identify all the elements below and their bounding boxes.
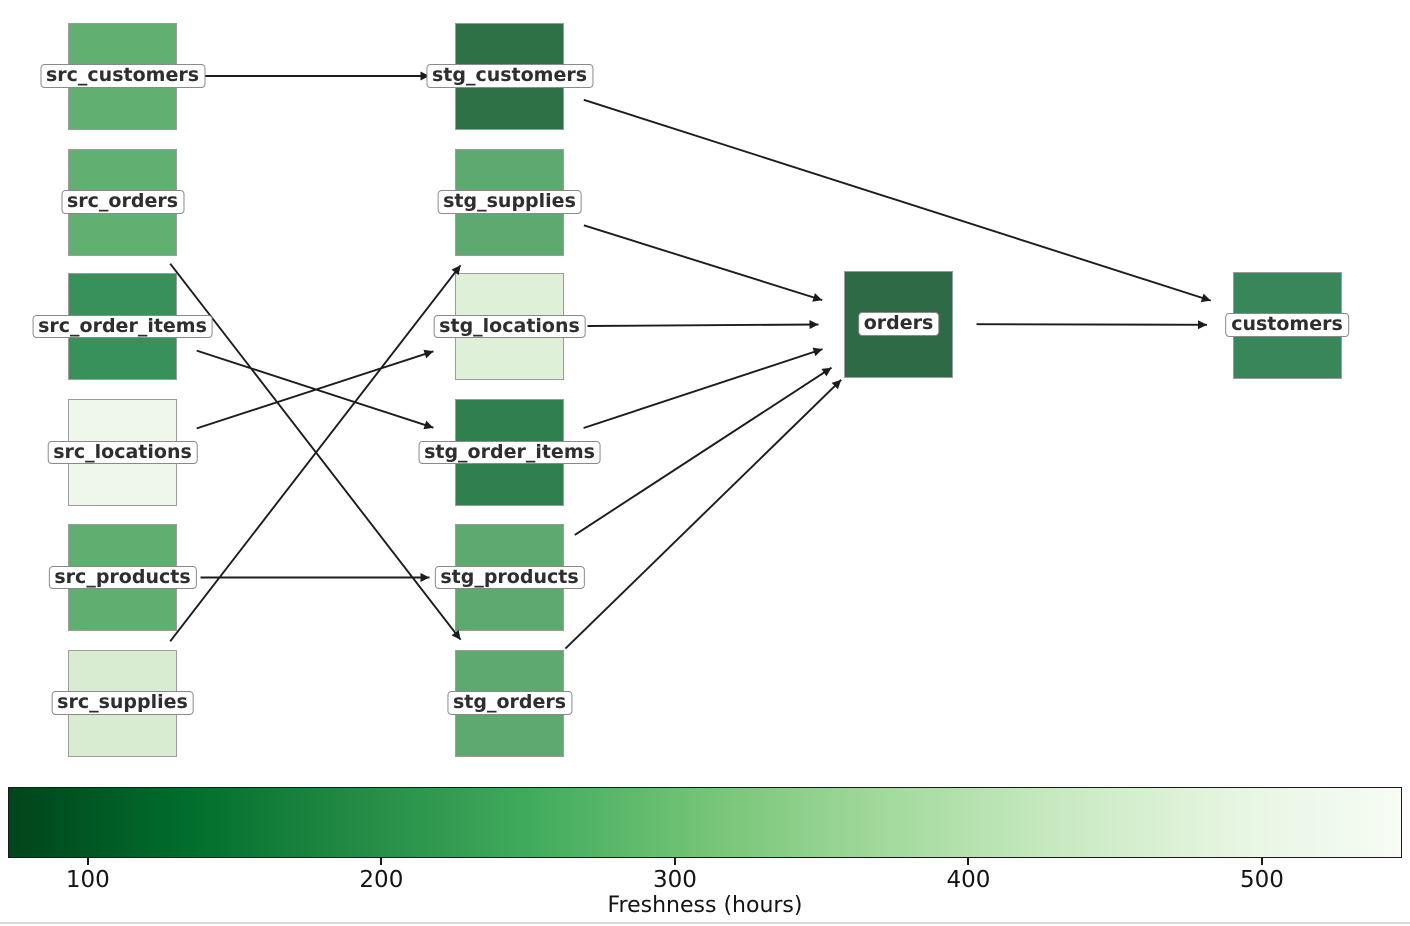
colorbar-tick-400 — [967, 858, 970, 865]
node-label-src_products: src_products — [48, 565, 197, 590]
colorbar-axis-label: Freshness (hours) — [607, 893, 803, 918]
freshness-colorbar: 100 200 300 400 500 — [8, 787, 1402, 917]
node-label-stg_products: stg_products — [434, 565, 585, 590]
node-label-src_customers: src_customers — [39, 64, 206, 88]
node-label-orders: orders — [857, 312, 940, 336]
node-label-src_order_items: src_order_items — [32, 314, 213, 339]
colorbar-tick-label-400: 400 — [946, 867, 991, 893]
node-label-stg_customers: stg_customers — [425, 64, 594, 88]
colorbar-gradient — [8, 787, 1402, 858]
edge-stg_products-to-orders — [574, 366, 833, 536]
node-label-src_supplies: src_supplies — [51, 691, 194, 715]
colorbar-tick-100 — [86, 858, 89, 865]
colorbar-tick-label-300: 300 — [652, 867, 697, 893]
node-label-stg_orders: stg_orders — [446, 691, 573, 715]
colorbar-tick-200 — [380, 858, 383, 865]
colorbar-tick-500 — [1260, 858, 1263, 865]
node-label-stg_order_items: stg_order_items — [418, 440, 601, 465]
colorbar-tick-label-100: 100 — [65, 867, 110, 893]
node-label-customers: customers — [1225, 313, 1349, 337]
edge-orders-to-customers — [976, 320, 1208, 330]
figure-bottom-border — [0, 922, 1410, 924]
colorbar-tick-300 — [673, 858, 676, 865]
edge-stg_supplies-to-orders — [583, 224, 823, 302]
node-label-stg_supplies: stg_supplies — [437, 190, 582, 214]
colorbar-tick-label-200: 200 — [359, 867, 404, 893]
node-label-src_orders: src_orders — [60, 190, 185, 214]
node-label-src_locations: src_locations — [47, 440, 198, 465]
edge-stg_orders-to-orders — [564, 379, 842, 650]
edge-stg_customers-to-customers — [583, 98, 1212, 303]
node-label-stg_locations: stg_locations — [433, 314, 586, 339]
edge-stg_order_items-to-orders — [583, 347, 823, 429]
edge-src_locations-to-stg_locations — [196, 349, 434, 430]
colorbar-tick-label-500: 500 — [1240, 867, 1284, 893]
edge-stg_locations-to-orders — [587, 320, 819, 330]
edge-src_supplies-to-stg_supplies — [169, 264, 462, 642]
